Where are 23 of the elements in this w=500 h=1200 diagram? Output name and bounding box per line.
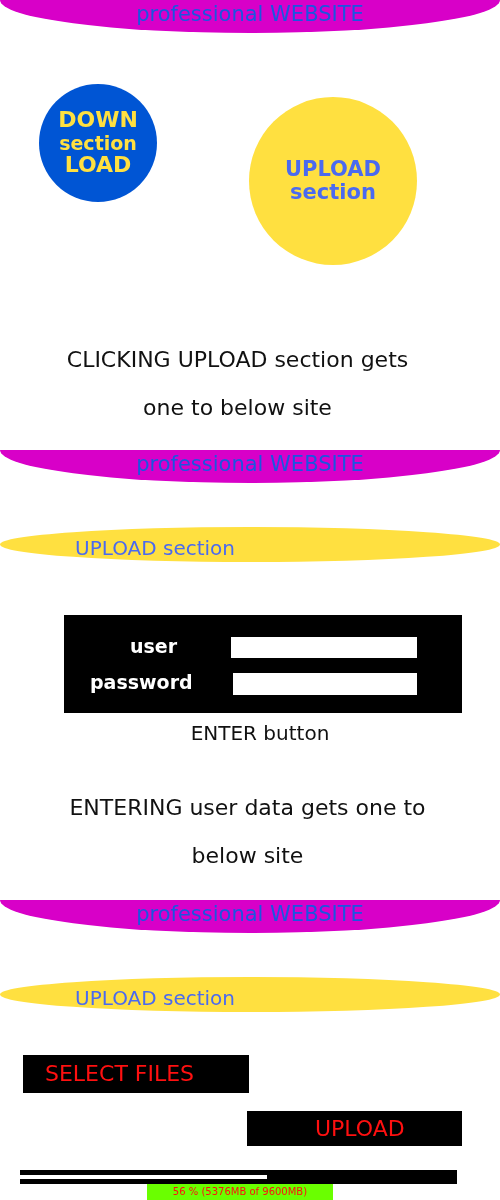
field-label: password (90, 671, 193, 693)
progress-status: 56 % (5376MB of 9600MB) (147, 1184, 333, 1200)
action-button: UPLOAD (247, 1111, 462, 1146)
header-band (0, 900, 500, 933)
section-label: section (58, 132, 138, 154)
section-ellipse (0, 527, 500, 562)
header-band (0, 450, 500, 483)
section-label: DOWN (57, 108, 139, 133)
section-heading: UPLOAD section (75, 536, 235, 560)
caption-text: ENTER button (189, 720, 331, 746)
section-ellipse (0, 977, 500, 1012)
site-title: professional WEBSITE (136, 452, 364, 476)
note-text: ENTERING user data gets one to below site (68, 794, 427, 870)
section-heading: UPLOAD section (75, 986, 235, 1010)
section-label: UPLOAD section (283, 157, 383, 205)
note-text: CLICKING UPLOAD section gets one to below site (65, 346, 410, 422)
site-title: professional WEBSITE (136, 2, 364, 26)
header-band (0, 0, 500, 33)
field-label: user (130, 635, 178, 657)
section-label: LOAD (63, 153, 133, 178)
login-panel (64, 615, 462, 713)
action-button: SELECT FILES (23, 1055, 249, 1093)
site-title: professional WEBSITE (136, 902, 364, 926)
